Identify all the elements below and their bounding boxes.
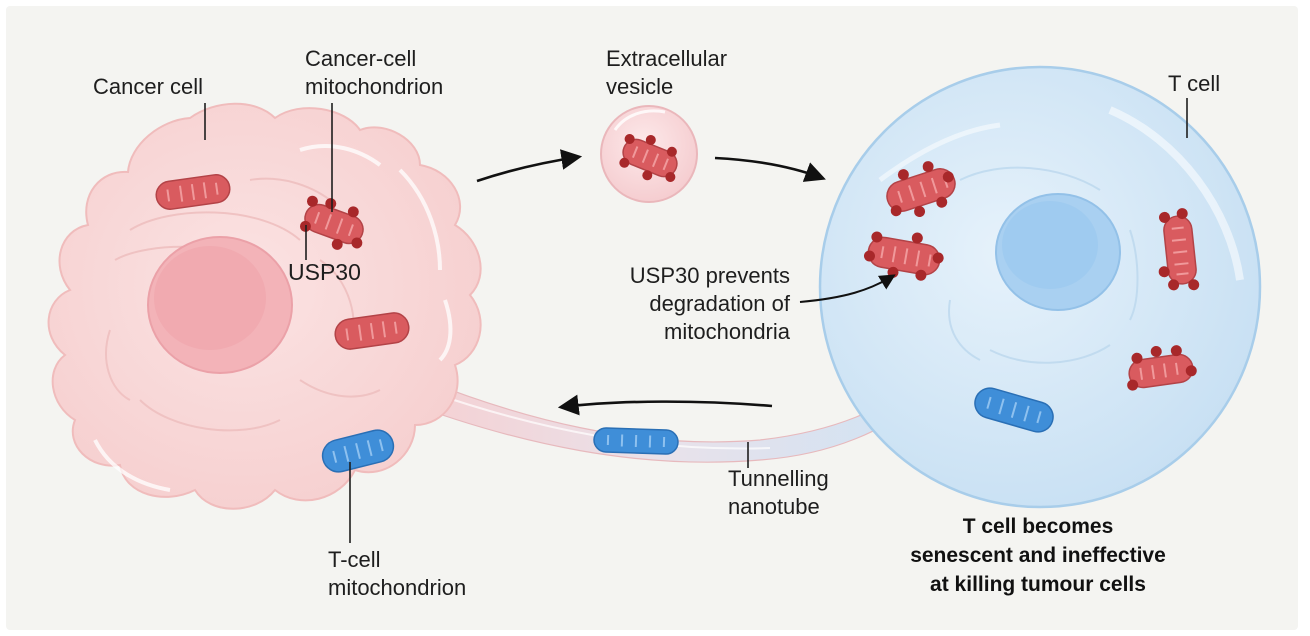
vesicle-mitochondrion xyxy=(619,133,678,183)
arrow-to-t-cell xyxy=(714,156,826,182)
cancer-cell-mitochondrion-1 xyxy=(155,174,231,210)
arrow-usp30-pointer xyxy=(799,274,896,303)
leader-lines xyxy=(204,98,1188,543)
label-t-cell: T cell xyxy=(1168,71,1221,96)
t-cell-mitochondrion-usp30-3 xyxy=(1158,208,1200,291)
t-cell-mitochondrion-usp30-2 xyxy=(863,231,944,281)
t-cell-er xyxy=(948,166,1139,364)
label-outcome: T cell becomes senescent and ineffective… xyxy=(910,515,1166,596)
label-tunnelling-nanotube: Tunnelling nanotube xyxy=(728,466,829,519)
t-cell-own-mitochondrion xyxy=(974,387,1054,433)
t-cell-mitochondrion-usp30-1 xyxy=(886,161,956,217)
label-extracellular-vesicle: Extracellular vesicle xyxy=(606,46,728,99)
cancer-cell-mitochondrion-usp30 xyxy=(299,195,364,250)
label-usp30: USP30 xyxy=(288,259,361,285)
label-cancer-cell: Cancer cell xyxy=(93,74,204,99)
arrow-to-vesicle xyxy=(476,149,583,183)
arrow-nanotube-transfer xyxy=(557,394,773,416)
t-cell-mitochondrion-usp30-4 xyxy=(1127,345,1197,391)
cancer-cell-mitochondrion-2 xyxy=(334,312,410,350)
nanotube-mitochondrion xyxy=(593,427,679,455)
label-cancer-cell-mitochondrion: Cancer-cell mitochondrion xyxy=(305,46,444,99)
label-usp30-prevents-degradation: USP30 prevents degradation of mitochondr… xyxy=(629,263,790,344)
transferred-t-cell-mitochondrion xyxy=(321,429,395,473)
label-t-cell-mitochondrion: T-cell mitochondrion xyxy=(328,547,467,600)
